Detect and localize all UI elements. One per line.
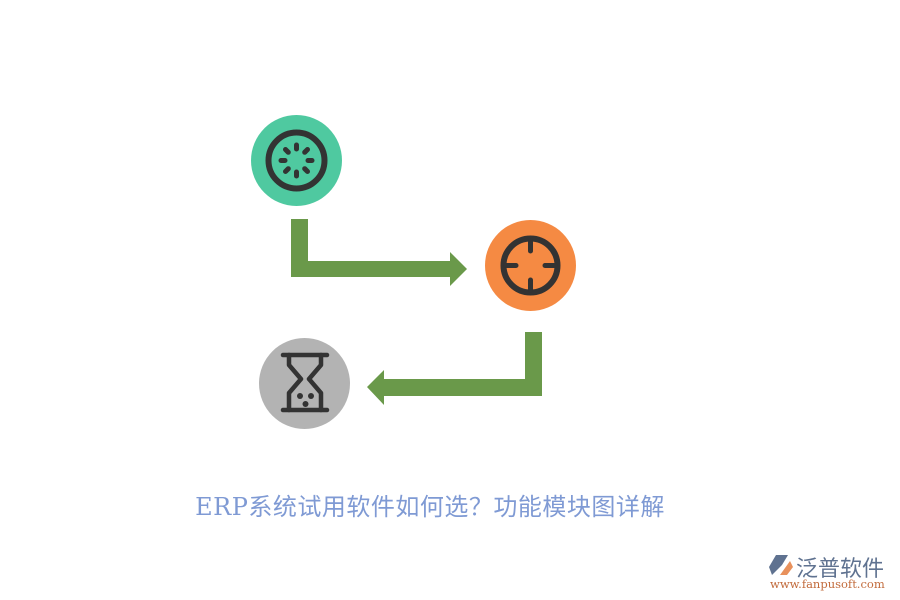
diagram-caption: ERP系统试用软件如何选？功能模块图详解 — [195, 493, 665, 521]
node-wait — [259, 338, 350, 429]
brand-logo[interactable]: 泛普软件 www.fanpusoft.com — [768, 551, 898, 596]
node-target — [485, 220, 576, 311]
loading-spinner-icon — [265, 129, 328, 192]
crosshair-target-icon — [500, 235, 561, 296]
hourglass-icon — [280, 352, 330, 413]
node-start — [251, 115, 342, 206]
logo-name: 泛普软件 — [796, 557, 885, 582]
logo-url[interactable]: www.fanpusoft.com — [770, 577, 885, 591]
fanpu-logo-icon — [769, 555, 793, 575]
